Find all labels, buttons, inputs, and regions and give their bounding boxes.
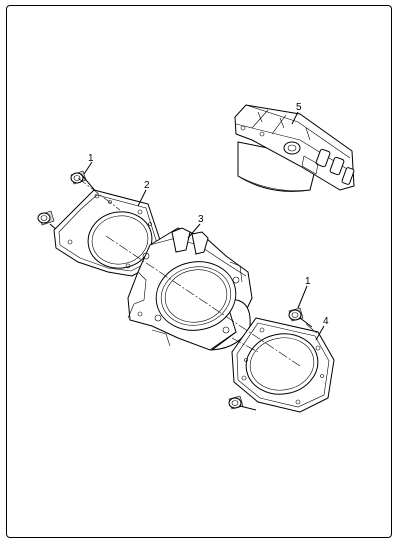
- cylinder: [127, 227, 253, 351]
- callout-label: 4: [323, 316, 329, 327]
- callout-label: 1: [88, 153, 94, 164]
- callout-leaders: [83, 111, 325, 341]
- callout-label: 3: [198, 214, 204, 225]
- callout-label: 1: [305, 276, 311, 287]
- piston-cylinder-assembly: [234, 104, 355, 192]
- dowel-pin-upper: [70, 170, 98, 194]
- dowel-pin-lower-2: [228, 395, 257, 411]
- callout-label: 2: [144, 180, 150, 191]
- assembly-centerlines: [77, 177, 319, 367]
- callout-label: 5: [296, 102, 302, 113]
- dowel-pin-lower: [288, 307, 313, 328]
- page-border: [6, 5, 392, 538]
- head-gasket: [231, 317, 335, 413]
